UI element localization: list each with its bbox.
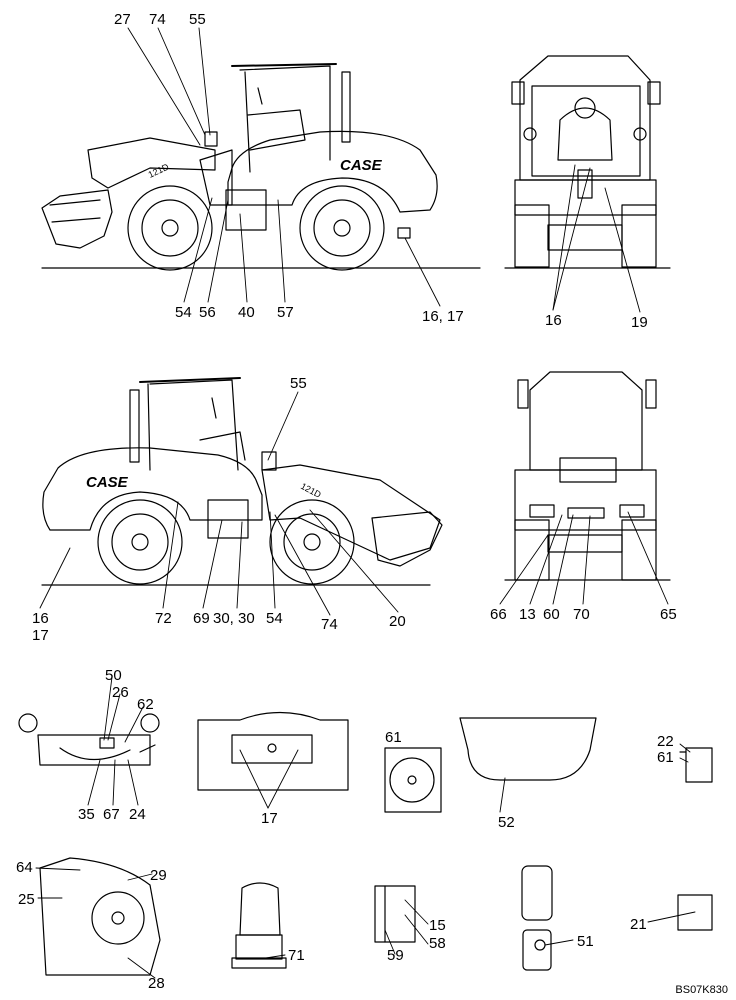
callout-72: 72 [155,610,172,627]
callout-17b: 17 [261,810,278,827]
front-bumper-detail [459,717,597,781]
callout-71: 71 [288,947,305,964]
loader-side-view-left: CASE 121D [41,63,481,271]
filter-housing-detail [374,885,416,943]
reservoir-detail [521,865,553,971]
axle-detail [18,713,160,766]
model-decal: 121D [147,161,171,179]
callout-40: 40 [238,304,255,321]
callout-66: 66 [490,606,507,623]
callout-55: 55 [189,11,206,28]
figure-id: BS07K830 [675,984,728,996]
callout-62: 62 [137,696,154,713]
engine-hood-detail [39,857,161,976]
callout-29: 29 [150,867,167,884]
case-logo-2: CASE [86,474,129,491]
valve-bracket-detail [679,747,713,783]
callout-16-17: 16, 17 [422,308,464,325]
callout-74: 74 [149,11,166,28]
callout-69: 69 [193,610,210,627]
callout-52: 52 [498,814,515,831]
callout-27: 27 [114,11,131,28]
loader-side-view-right: CASE 121D [41,377,443,586]
callout-16b: 16 [32,610,49,627]
callout-15: 15 [429,917,446,934]
callout-25: 25 [18,891,35,908]
frame-underside-detail [197,711,349,791]
callout-13: 13 [519,606,536,623]
callout-58: 58 [429,935,446,952]
callout-59: 59 [387,947,404,964]
callout-61: 61 [385,729,402,746]
callout-70: 70 [573,606,590,623]
callout-67: 67 [103,806,120,823]
callout-35: 35 [78,806,95,823]
callout-20: 20 [389,613,406,630]
callout-55b: 55 [290,375,307,392]
callout-56: 56 [199,304,216,321]
callout-19: 19 [631,314,648,331]
callout-17: 17 [32,627,49,644]
callout-24: 24 [129,806,146,823]
callout-51: 51 [577,933,594,950]
operator-seat-detail [231,882,287,969]
case-logo: CASE [340,157,383,174]
callout-57: 57 [277,304,294,321]
callout-65: 65 [660,606,677,623]
radiator-fan-detail [384,747,442,813]
panel-plate-detail [677,894,713,931]
callout-54: 54 [175,304,192,321]
callout-28: 28 [148,975,165,992]
model-decal-2: 121D [299,481,323,500]
callout-60: 60 [543,606,560,623]
loader-front-view [504,55,671,269]
callout-26: 26 [112,684,129,701]
callout-30-30: 30, 30 [213,610,255,627]
callout-16: 16 [545,312,562,329]
callout-64: 64 [16,859,33,876]
callout-21: 21 [630,916,647,933]
callout-50: 50 [105,667,122,684]
callout-54b: 54 [266,610,283,627]
callout-74b: 74 [321,616,338,633]
callout-61b: 61 [657,749,674,766]
callout-22: 22 [657,733,674,750]
leader-lines [35,27,696,979]
